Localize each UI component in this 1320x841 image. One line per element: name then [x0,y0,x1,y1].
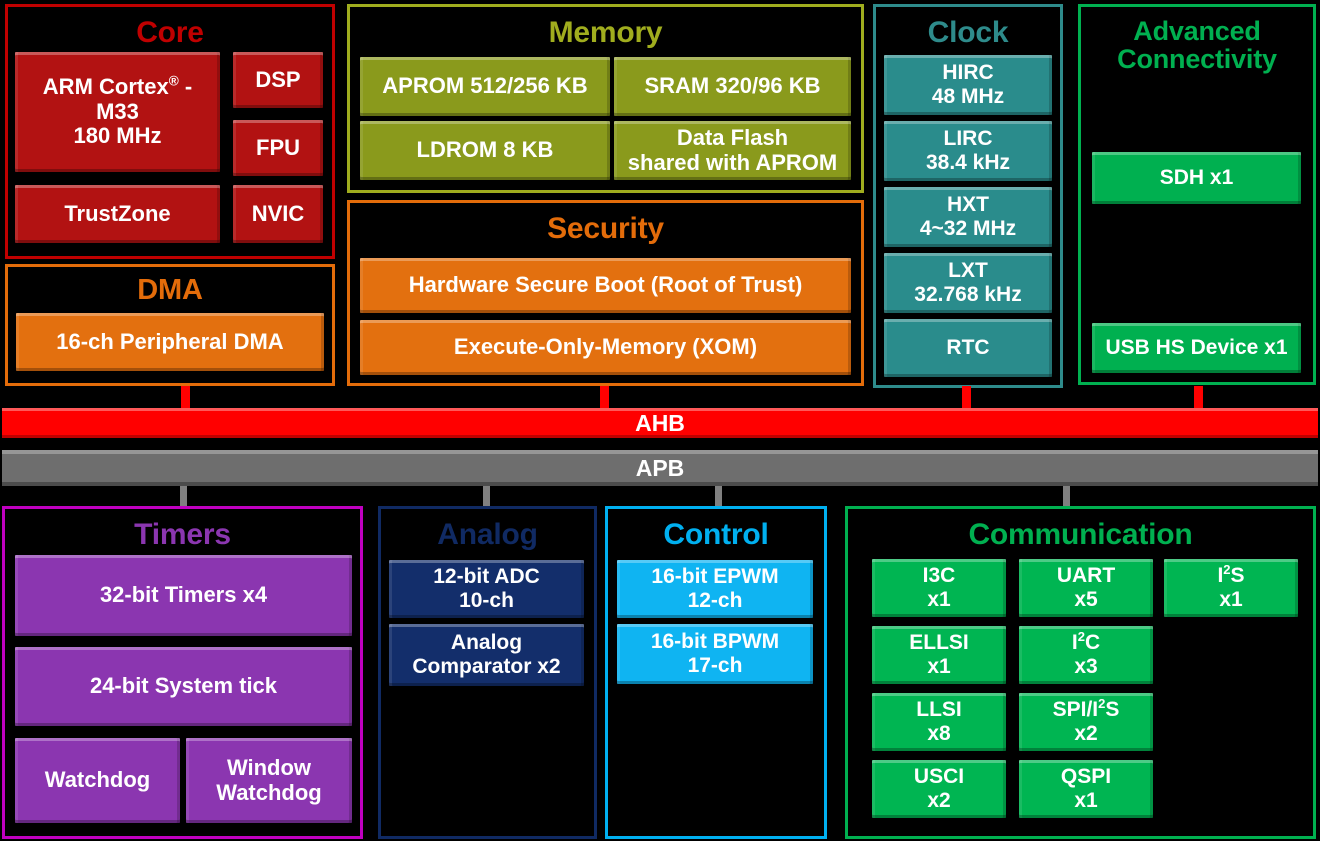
panel-title-communication: Communication [968,518,1193,551]
apb-stub-control [715,486,722,508]
panel-title-memory: Memory [548,16,663,49]
memory-block-aprom-label: APROM 512/256 KB [382,73,588,99]
core-block-trustzone-label: TrustZone [64,200,171,226]
panel-title-security: Security [547,212,664,245]
timers-block-systick[interactable]: 24-bit System tick [15,647,352,726]
bus-ahb[interactable]: AHB [2,408,1318,438]
core-block-dsp[interactable]: DSP [233,52,323,108]
panel-title-timers: Timers [134,518,231,551]
timers-block-timers-32bit-label: 32-bit Timers x4 [99,582,268,608]
core-block-trustzone[interactable]: TrustZone [15,185,220,243]
ahb-stub-advanced [1194,386,1203,410]
timers-block-watchdog[interactable]: Watchdog [15,738,180,823]
dma-block-peripheral-dma-label: 16-ch Peripheral DMA [56,328,284,354]
core-block-nvic[interactable]: NVIC [233,185,323,243]
dma-block-peripheral-dma[interactable]: 16-ch Peripheral DMA [16,313,324,371]
clock-block-rtc-label: RTC [946,336,990,360]
bus-ahb-label: AHB [635,409,685,436]
ahb-stub-clock [962,386,971,410]
panel-title-dma: DMA [137,274,203,306]
clock-block-rtc[interactable]: RTC [884,319,1052,377]
memory-block-sram-label: SRAM 320/96 KB [644,73,821,99]
timers-block-timers-32bit[interactable]: 32-bit Timers x4 [15,555,352,636]
advanced-block-sdh[interactable]: SDH x1 [1092,152,1301,204]
ahb-stub-security [600,386,609,410]
advanced-block-usb-hs-device-label: USB HS Device x1 [1105,336,1288,360]
memory-block-aprom[interactable]: APROM 512/256 KB [360,57,610,116]
memory-block-sram[interactable]: SRAM 320/96 KB [614,57,851,116]
security-block-xom-label: Execute-Only-Memory (XOM) [453,334,758,360]
security-block-secure-boot[interactable]: Hardware Secure Boot (Root of Trust) [360,258,851,313]
apb-stub-analog [483,486,490,508]
memory-block-ldrom[interactable]: LDROM 8 KB [360,121,610,180]
core-block-dsp-label: DSP [255,66,301,92]
apb-stub-timers [180,486,187,508]
panel-title-clock: Clock [927,16,1009,49]
apb-stub-communication [1063,486,1070,508]
bus-apb[interactable]: APB [2,450,1318,486]
advanced-block-usb-hs-device[interactable]: USB HS Device x1 [1092,323,1301,373]
security-block-secure-boot-label: Hardware Secure Boot (Root of Trust) [408,272,803,298]
panel-title-core: Core [136,16,204,49]
timers-block-systick-label: 24-bit System tick [89,673,278,699]
core-block-fpu-label: FPU [256,134,300,160]
panel-title-analog: Analog [437,518,538,551]
bus-apb-label: APB [635,454,685,481]
ahb-stub-core [181,386,190,410]
advanced-block-sdh-label: SDH x1 [1159,166,1234,190]
panel-title-control: Control [663,518,769,551]
security-block-xom[interactable]: Execute-Only-Memory (XOM) [360,320,851,375]
memory-block-ldrom-label: LDROM 8 KB [416,137,554,163]
core-block-fpu[interactable]: FPU [233,120,323,176]
core-block-nvic-label: NVIC [251,200,305,226]
timers-block-watchdog-label: Watchdog [44,767,151,793]
